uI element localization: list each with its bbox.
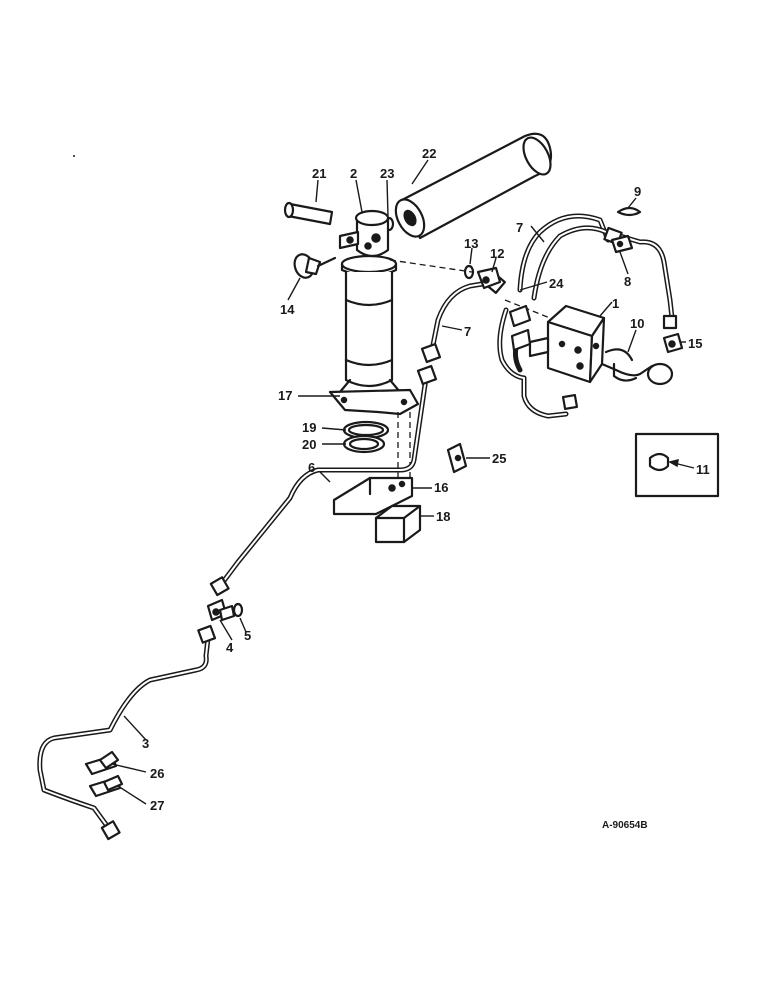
callout-27: 27 — [150, 798, 164, 813]
spacer-block-part-18 — [374, 504, 422, 544]
washer-part-5 — [232, 602, 244, 618]
speck — [73, 155, 75, 157]
fitting-part-8 — [610, 234, 634, 254]
callout-9: 9 — [634, 184, 641, 199]
callout-16: 16 — [434, 480, 448, 495]
callout-labels: 21 2 23 22 9 7 13 12 8 24 1 10 15 14 7 1… — [142, 146, 710, 813]
callout-26: 26 — [150, 766, 164, 781]
callout-10: 10 — [630, 316, 644, 331]
clamp-part-26 — [84, 750, 120, 776]
callout-19: 19 — [302, 420, 316, 435]
callout-17: 17 — [278, 388, 292, 403]
clip-part-25 — [446, 442, 468, 474]
clamp-part-27 — [88, 774, 124, 798]
control-valve-part-1 — [508, 304, 606, 384]
drawing-reference: A-90654B — [602, 820, 648, 831]
callout-7-upper: 7 — [516, 220, 523, 235]
callout-11: 11 — [696, 462, 710, 477]
clip-part-9 — [616, 206, 642, 217]
callout-18: 18 — [436, 509, 450, 524]
callout-4: 4 — [226, 640, 234, 655]
callout-22: 22 — [422, 146, 436, 161]
filter-canister-part-22 — [394, 132, 553, 240]
callout-7-lower: 7 — [464, 324, 471, 339]
callout-1: 1 — [612, 296, 619, 311]
callout-21: 21 — [312, 166, 326, 181]
callout-2: 2 — [350, 166, 357, 181]
callout-6: 6 — [308, 460, 315, 475]
rings-part-19-20 — [342, 420, 390, 454]
leader-lines — [111, 159, 686, 805]
callout-3: 3 — [142, 736, 149, 751]
filter-cylinder-part-2 — [338, 209, 402, 400]
inset-box-part-11 — [634, 432, 720, 498]
callout-12: 12 — [490, 246, 504, 261]
knob-part-14 — [293, 253, 337, 279]
callout-25: 25 — [492, 451, 506, 466]
mounting-plate-part-17 — [328, 388, 420, 416]
tee-fitting-part-4 — [206, 598, 236, 622]
connector-part-15 — [662, 332, 684, 354]
callout-5: 5 — [244, 628, 251, 643]
lever-part-10 — [600, 348, 674, 386]
callout-8: 8 — [624, 274, 631, 289]
callout-15: 15 — [688, 336, 702, 351]
elbow-fitting-part-12 — [476, 266, 502, 290]
callout-24: 24 — [549, 276, 564, 291]
pin-part-21 — [283, 201, 334, 226]
callout-23: 23 — [380, 166, 394, 181]
hydraulic-lines — [37, 213, 675, 833]
callout-13: 13 — [464, 236, 478, 251]
o-ring-part-13 — [463, 264, 475, 280]
callout-14: 14 — [280, 302, 295, 317]
callout-20: 20 — [302, 437, 316, 452]
